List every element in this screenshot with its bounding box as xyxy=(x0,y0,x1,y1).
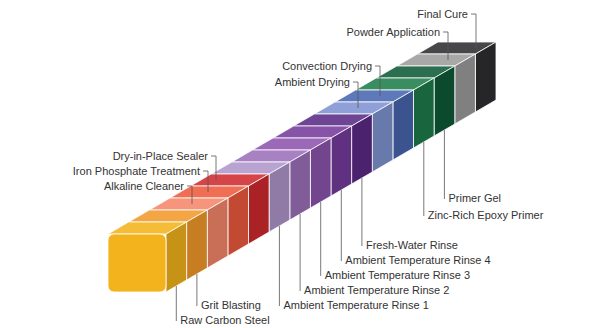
bar-end-face xyxy=(108,234,166,292)
stage-label: Ambient Temperature Rinse 4 xyxy=(345,254,490,267)
leader-line xyxy=(423,142,424,216)
stage-label: Iron Phosphate Treatment xyxy=(73,165,200,178)
bar-segment xyxy=(290,150,311,220)
stage-label: Raw Carbon Steel xyxy=(180,314,269,327)
leader-line xyxy=(216,156,217,180)
stage-label: Zinc-Rich Epoxy Primer xyxy=(428,209,544,222)
bar-segment xyxy=(228,186,249,256)
stage-label: Final Cure xyxy=(417,8,468,21)
leader-line xyxy=(320,202,321,276)
bar-segment xyxy=(352,114,373,184)
bar-segment xyxy=(187,210,208,280)
bar-segment xyxy=(393,90,414,160)
stage-label: Ambient Temperature Rinse 3 xyxy=(325,269,470,282)
stage-label: Powder Application xyxy=(346,26,440,39)
bar-segment xyxy=(310,138,331,208)
stage-label: Dry-in-Place Sealer xyxy=(113,150,208,163)
bar-segment xyxy=(455,54,476,124)
leader-line xyxy=(444,130,445,199)
leader-line xyxy=(203,171,208,172)
stage-label: Convection Drying xyxy=(282,60,372,73)
leader-line xyxy=(353,82,358,83)
bar-segment xyxy=(166,222,187,292)
leader-line xyxy=(476,14,477,48)
bar-segment xyxy=(331,126,352,196)
leader-line xyxy=(196,274,197,306)
bar-segment xyxy=(414,78,435,148)
leader-line xyxy=(300,214,301,291)
stage-label: Alkaline Cleaner xyxy=(104,180,184,193)
leader-line xyxy=(176,286,177,321)
bar-segment xyxy=(249,174,270,244)
stage-label: Primer Gel xyxy=(448,192,501,205)
stage-label: Fresh-Water Rinse xyxy=(366,239,458,252)
stage-label: Ambient Drying xyxy=(275,76,350,89)
leader-line xyxy=(448,32,449,60)
leader-line xyxy=(358,82,359,108)
leader-line xyxy=(471,14,476,15)
leader-line xyxy=(375,66,380,67)
bar-segment xyxy=(372,102,393,172)
leader-line xyxy=(279,226,280,306)
leader-line xyxy=(443,32,448,33)
stage-label: Grit Blasting xyxy=(201,299,261,312)
leader-line xyxy=(341,190,342,261)
stage-label: Ambient Temperature Rinse 1 xyxy=(283,299,428,312)
stage-label: Ambient Temperature Rinse 2 xyxy=(304,284,449,297)
leader-line xyxy=(192,186,193,204)
leader-line xyxy=(208,171,209,192)
bar-segment xyxy=(269,162,290,232)
leader-line xyxy=(211,156,216,157)
bar-segment xyxy=(207,198,228,268)
bar-segment xyxy=(434,66,455,136)
bar-segment xyxy=(475,42,496,112)
leader-line xyxy=(361,178,362,246)
leader-line xyxy=(187,186,192,187)
leader-line xyxy=(380,66,381,96)
